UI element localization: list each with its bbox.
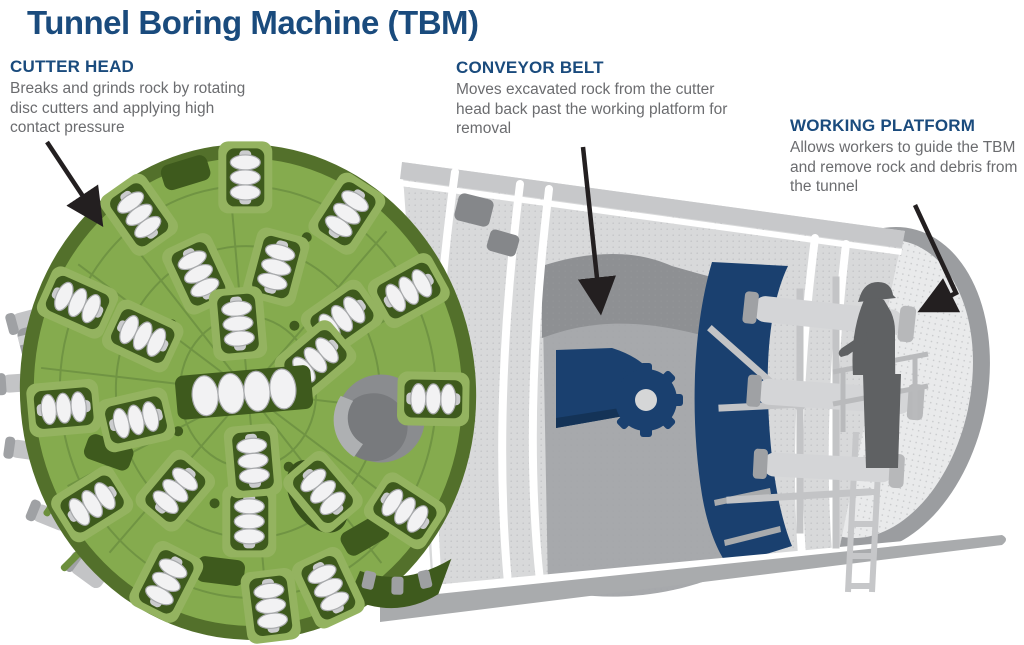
conveyor-belt-label: CONVEYOR BELT bbox=[456, 58, 604, 77]
worker-icon bbox=[838, 282, 901, 468]
cutter-head-description: Breaks and grinds rock by rotating disc … bbox=[10, 80, 246, 137]
arrow-conveyor-belt bbox=[577, 146, 616, 316]
working-platform-label: WORKING PLATFORM bbox=[790, 116, 976, 135]
page-title: Tunnel Boring Machine (TBM) bbox=[27, 4, 479, 41]
cutter-head-graphic bbox=[0, 140, 477, 645]
working-platform-description: Allows workers to guide the TBM and remo… bbox=[790, 139, 1018, 196]
conveyor-belt-description: Moves excavated rock from the cutter hea… bbox=[456, 81, 728, 138]
conveyor-gear-icon bbox=[609, 363, 683, 437]
center-cutter-cluster bbox=[175, 365, 314, 420]
cutter-head-label: CUTTER HEAD bbox=[10, 57, 135, 76]
callout-working-platform: WORKING PLATFORM Allows workers to guide… bbox=[790, 116, 1024, 197]
callout-cutter-head: CUTTER HEAD Breaks and grinds rock by ro… bbox=[10, 57, 262, 138]
shield-vents bbox=[454, 193, 520, 257]
conveyor-belt-graphic bbox=[556, 348, 683, 437]
working-platform-graphic bbox=[707, 276, 929, 593]
arrow-working-platform bbox=[912, 204, 961, 313]
callout-conveyor-belt: CONVEYOR BELT Moves excavated rock from … bbox=[456, 58, 736, 139]
annotation-arrows bbox=[45, 140, 961, 316]
arrow-cutter-head bbox=[45, 140, 104, 227]
